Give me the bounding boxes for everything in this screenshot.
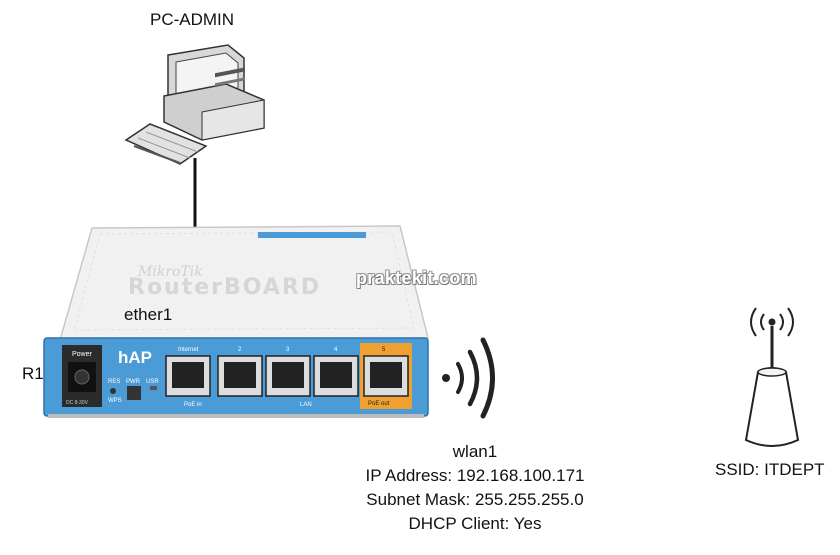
model-label: hAP (118, 348, 152, 367)
wlan-dhcp-client: DHCP Client: Yes (408, 514, 542, 533)
poe-in-label: PoE in (184, 402, 202, 408)
router-name-label: R1 (22, 364, 44, 383)
pc-admin-icon (124, 44, 265, 165)
port-3-number: 3 (286, 347, 290, 353)
wps-label: WPS (108, 398, 122, 404)
power-label: Power (72, 351, 93, 358)
pwr-label: PWR (126, 379, 141, 385)
port-2-number: 2 (238, 347, 242, 353)
lan-label: LAN (300, 402, 312, 408)
watermark-text: praktekit.com (356, 268, 477, 288)
ether1-label: ether1 (124, 305, 173, 324)
router-r1-icon: MikroTik RouterBOARD Power DC 8-30V hAP … (43, 225, 429, 418)
access-point-icon (744, 307, 800, 447)
wlan-info-block: wlan1 IP Address: 192.168.100.171 Subnet… (330, 440, 620, 536)
usr-label: USR (146, 379, 159, 385)
brand-emboss: MikroTik (137, 264, 203, 280)
wireless-signal-icon (442, 337, 495, 419)
board-emboss: RouterBOARD (128, 275, 321, 300)
port-4-number: 4 (334, 347, 338, 353)
ssid-label: SSID: ITDEPT (715, 460, 825, 479)
res-label: RES (108, 379, 120, 385)
wlan-ip-address: IP Address: 192.168.100.171 (365, 466, 585, 485)
poe-out-label: PoE out (368, 401, 390, 407)
pc-admin-label: PC-ADMIN (150, 10, 235, 29)
wlan-name: wlan1 (452, 442, 498, 461)
wlan-subnet-mask: Subnet Mask: 255.255.255.0 (366, 490, 584, 509)
port-5-number: 5 (382, 347, 386, 353)
dc-label: DC 8-30V (66, 400, 89, 406)
internet-label: Internet (178, 347, 199, 353)
